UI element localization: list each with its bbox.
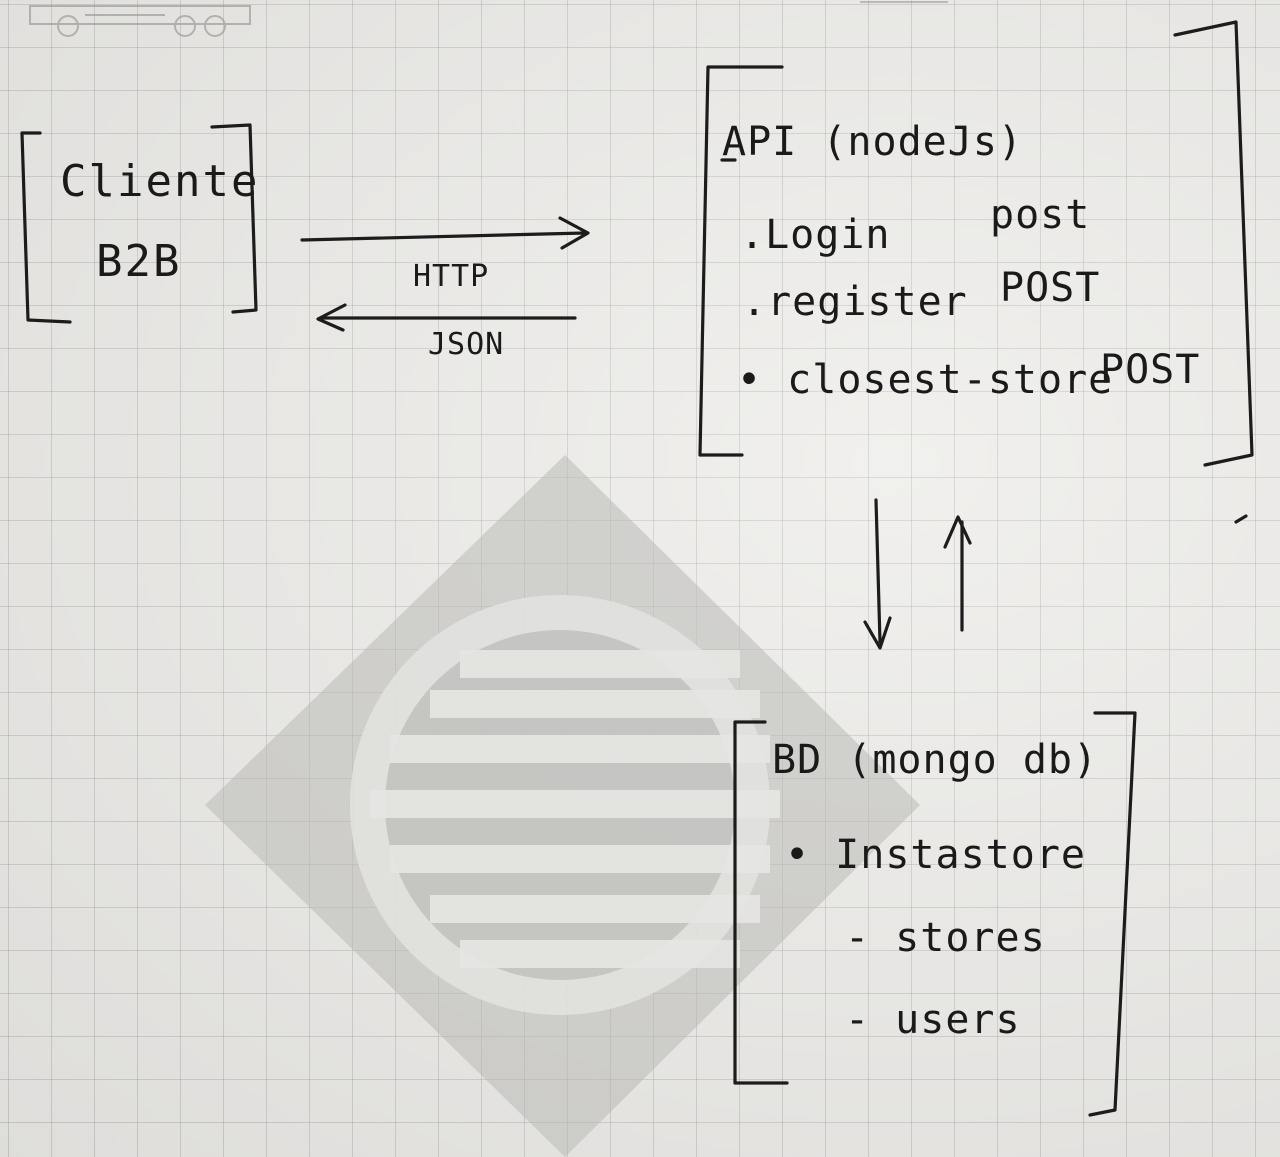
endpoint-register-method: POST (1000, 265, 1101, 311)
collection-users: - users (845, 997, 1021, 1043)
api-title: API (nodeJs) (722, 119, 1023, 165)
db-left-bracket (733, 720, 789, 1085)
endpoint-login-name: .Login (740, 212, 891, 258)
request-arrow (300, 216, 590, 250)
client-title: Cliente (60, 156, 260, 207)
db-name: • Instastore (785, 832, 1086, 878)
endpoint-closest-store-method: POST (1100, 347, 1201, 393)
api-left-bracket (698, 65, 784, 457)
collection-stores: - stores (845, 915, 1046, 961)
api-right-bracket (1173, 20, 1254, 467)
db-title: BD (mongo db) (772, 737, 1099, 783)
endpoint-login-method: post (990, 192, 1091, 238)
endpoint-closest-store-name: • closest-store (737, 357, 1114, 403)
request-label: HTTP (413, 259, 490, 294)
client-right-bracket (210, 123, 258, 314)
response-label: JSON (428, 327, 505, 362)
client-left-bracket (20, 131, 72, 324)
db-right-bracket (1088, 711, 1137, 1117)
api-to-db-arrow (863, 498, 892, 650)
response-arrow (316, 303, 577, 332)
endpoint-register-name: .register (742, 279, 968, 325)
db-to-api-arrow (943, 515, 972, 632)
stray-mark (1234, 514, 1248, 524)
client-subtitle: B2B (96, 236, 182, 287)
